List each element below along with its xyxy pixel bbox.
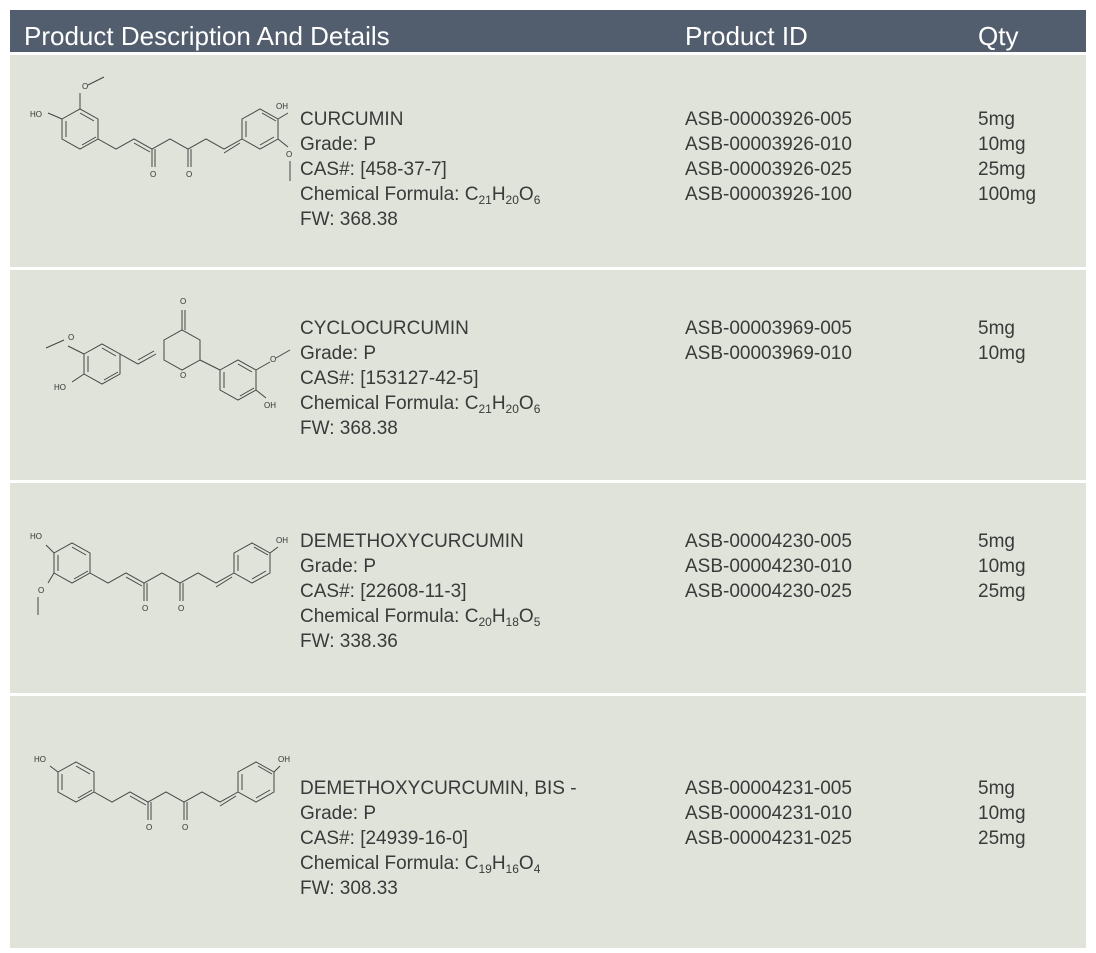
product-formula: Chemical Formula: C20H18O5 xyxy=(300,606,541,629)
header-qty: Qty xyxy=(978,21,1019,51)
product-fw: FW: 368.38 xyxy=(300,209,398,230)
product-id: ASB-00004230-010 xyxy=(685,556,852,577)
bisdemethoxycurcumin-structure-icon: HO O O OH xyxy=(24,696,292,948)
product-id: ASB-00004231-005 xyxy=(685,778,852,799)
atom-label: O xyxy=(180,371,186,380)
atom-label: OH xyxy=(278,755,290,764)
atom-label: O xyxy=(38,586,44,595)
product-name: CURCUMIN xyxy=(300,109,404,130)
product-cas: CAS#: [153127-42-5] xyxy=(300,368,479,389)
demethoxycurcumin-structure-icon: HO O O O OH xyxy=(24,483,292,693)
product-qty: 5mg xyxy=(978,778,1015,799)
header-product-id: Product ID xyxy=(685,21,808,51)
product-qtys: 5mg 10mg xyxy=(978,316,1026,366)
product-qty: 10mg xyxy=(978,803,1026,824)
product-qty: 25mg xyxy=(978,159,1026,180)
product-id: ASB-00003926-005 xyxy=(685,109,852,130)
product-qty: 25mg xyxy=(978,828,1026,849)
product-cas: CAS#: [22608-11-3] xyxy=(300,581,467,602)
product-id: ASB-00004231-010 xyxy=(685,803,852,824)
product-qty: 5mg xyxy=(978,318,1015,339)
product-qty: 10mg xyxy=(978,134,1026,155)
product-id: ASB-00004230-005 xyxy=(685,531,852,552)
atom-label: HO xyxy=(54,383,66,392)
atom-label: O xyxy=(180,297,186,306)
product-qty: 10mg xyxy=(978,343,1026,364)
product-details: DEMETHOXYCURCUMIN Grade: P CAS#: [22608-… xyxy=(300,529,540,654)
product-grade: Grade: P xyxy=(300,134,377,155)
product-qty: 10mg xyxy=(978,556,1026,577)
atom-label: O xyxy=(270,355,276,364)
atom-label: O xyxy=(178,604,184,613)
table-row: O HO O O O xyxy=(10,270,1086,480)
table-header: Product Description And Details Product … xyxy=(10,10,1086,52)
atom-label: O xyxy=(286,150,292,159)
product-grade: Grade: P xyxy=(300,803,377,824)
atom-label: O xyxy=(150,170,156,179)
atom-label: O xyxy=(182,823,188,832)
product-ids: ASB-00004230-005 ASB-00004230-010 ASB-00… xyxy=(685,529,852,604)
product-qty: 5mg xyxy=(978,531,1015,552)
product-id: ASB-00004231-025 xyxy=(685,828,852,849)
cyclocurcumin-structure-icon: O HO O O O xyxy=(24,270,292,480)
product-formula: Chemical Formula: C19H16O4 xyxy=(300,853,541,876)
atom-label: O xyxy=(68,333,74,342)
atom-label: HO xyxy=(34,755,46,764)
atom-label: O xyxy=(142,604,148,613)
product-ids: ASB-00004231-005 ASB-00004231-010 ASB-00… xyxy=(685,776,852,851)
product-grade: Grade: P xyxy=(300,343,377,364)
product-cas: CAS#: [458-37-7] xyxy=(300,159,447,180)
product-id: ASB-00003926-025 xyxy=(685,159,852,180)
product-qtys: 5mg 10mg 25mg 100mg xyxy=(978,107,1036,207)
table-row: HO O O O OH xyxy=(10,55,1086,267)
product-cas: CAS#: [24939-16-0] xyxy=(300,828,468,849)
product-qtys: 5mg 10mg 25mg xyxy=(978,776,1026,851)
product-name: CYCLOCURCUMIN xyxy=(300,318,469,339)
product-details: CURCUMIN Grade: P CAS#: [458-37-7] Chemi… xyxy=(300,107,540,232)
product-name: DEMETHOXYCURCUMIN, BIS - xyxy=(300,778,577,799)
table-row: HO O O O OH xyxy=(10,483,1086,693)
atom-label: HO xyxy=(30,532,42,541)
product-grade: Grade: P xyxy=(300,556,377,577)
product-formula: Chemical Formula: C21H20O6 xyxy=(300,393,541,416)
product-id: ASB-00004230-025 xyxy=(685,581,852,602)
row-divider xyxy=(10,267,1086,270)
product-formula: Chemical Formula: C21H20O6 xyxy=(300,184,541,207)
product-details: CYCLOCURCUMIN Grade: P CAS#: [153127-42-… xyxy=(300,316,540,441)
product-ids: ASB-00003926-005 ASB-00003926-010 ASB-00… xyxy=(685,107,852,207)
atom-label: HO xyxy=(30,110,42,119)
row-divider xyxy=(10,693,1086,696)
atom-label: O xyxy=(146,823,152,832)
header-description: Product Description And Details xyxy=(24,21,390,51)
product-fw: FW: 368.38 xyxy=(300,418,398,439)
product-id: ASB-00003969-005 xyxy=(685,318,852,339)
product-qty: 25mg xyxy=(978,581,1026,602)
row-divider xyxy=(10,480,1086,483)
product-ids: ASB-00003969-005 ASB-00003969-010 xyxy=(685,316,852,366)
curcumin-structure-icon: HO O O O OH xyxy=(24,55,292,267)
product-fw: FW: 338.36 xyxy=(300,631,398,652)
product-details: DEMETHOXYCURCUMIN, BIS - Grade: P CAS#: … xyxy=(300,776,577,901)
atom-label: O xyxy=(186,170,192,179)
product-name: DEMETHOXYCURCUMIN xyxy=(300,531,524,552)
product-qty: 100mg xyxy=(978,184,1037,205)
product-id: ASB-00003969-010 xyxy=(685,343,852,364)
product-id: ASB-00003926-010 xyxy=(685,134,852,155)
atom-label: O xyxy=(82,82,88,91)
atom-label: OH xyxy=(264,401,276,410)
atom-label: OH xyxy=(276,536,288,545)
product-qtys: 5mg 10mg 25mg xyxy=(978,529,1026,604)
product-fw: FW: 308.33 xyxy=(300,878,398,899)
atom-label: OH xyxy=(276,102,288,111)
table-row: HO O O OH DEMETHOXYCURCUMIN xyxy=(10,696,1086,948)
product-qty: 5mg xyxy=(978,109,1015,130)
product-id: ASB-00003926-100 xyxy=(685,184,852,205)
